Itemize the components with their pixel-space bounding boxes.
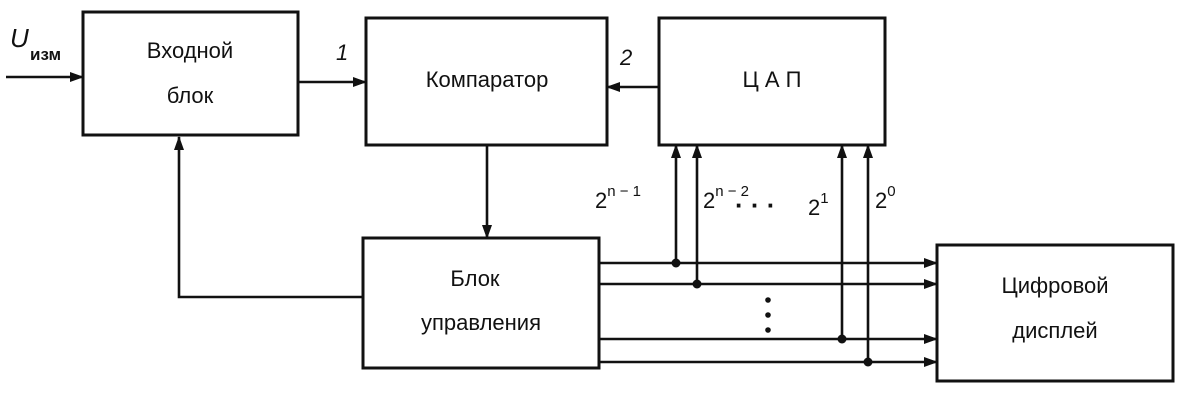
control-label-2: управления xyxy=(421,310,541,335)
bit-label-0-base: 2 xyxy=(875,188,887,213)
ellipsis-dot xyxy=(765,327,771,333)
display-block xyxy=(935,243,1175,383)
bit-ellipsis: · · · xyxy=(735,190,775,220)
display-label-2: дисплей xyxy=(1012,318,1097,343)
bit-label-0: 20 xyxy=(875,183,896,213)
comparator-label: Компаратор xyxy=(426,67,549,92)
ellipsis-dot xyxy=(765,297,771,303)
ellipsis-dot xyxy=(765,312,771,318)
bit-label-n2: 2n − 2 xyxy=(703,183,749,213)
control-block xyxy=(361,236,601,370)
bit-label-1: 21 xyxy=(808,190,829,220)
bit-label-n2-exp: n − 2 xyxy=(715,183,749,200)
comparator-block xyxy=(364,16,609,147)
dac-label: Ц А П xyxy=(743,67,802,92)
bit-label-n2-base: 2 xyxy=(703,188,715,213)
display-label-1: Цифровой xyxy=(1001,273,1108,298)
junction-dot xyxy=(837,334,847,344)
junction-dot xyxy=(692,279,702,289)
input-subscript: изм xyxy=(30,45,61,64)
input-block-label-2: блок xyxy=(167,83,214,108)
bit-label-n1: 2n − 1 xyxy=(595,183,641,213)
junction-dot xyxy=(863,357,873,367)
bit-label-n1-exp: n − 1 xyxy=(607,183,641,200)
feedback-line xyxy=(174,136,363,299)
bit-label-0-exp: 0 xyxy=(887,183,895,200)
input-block-label-1: Входной xyxy=(147,38,233,63)
input-symbol: U xyxy=(10,23,29,53)
bit-label-n1-base: 2 xyxy=(595,188,607,213)
control-label-1: Блок xyxy=(450,266,500,291)
bit-label-1-base: 2 xyxy=(808,195,820,220)
junction-dot xyxy=(671,258,681,268)
bit-label-1-exp: 1 xyxy=(820,190,828,207)
signal-2-label: 2 xyxy=(619,45,632,70)
input-block xyxy=(81,10,300,137)
dac-block xyxy=(657,16,887,147)
signal-1-label: 1 xyxy=(336,40,348,65)
